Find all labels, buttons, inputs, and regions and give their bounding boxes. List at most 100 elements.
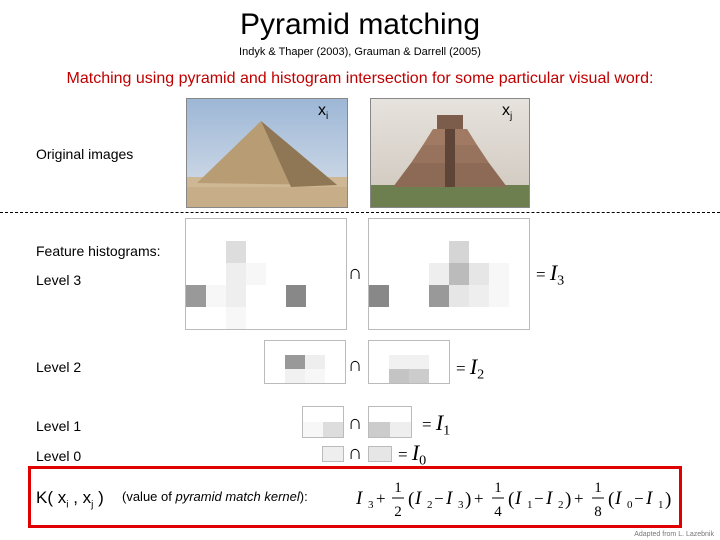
kernel-description: (value of pyramid match kernel): — [122, 489, 308, 504]
formula-sub: 3 — [458, 499, 464, 511]
histogram-cell — [303, 422, 323, 437]
histogram-cell — [323, 407, 343, 422]
histogram-cell — [266, 263, 286, 285]
histogram-cell — [186, 307, 206, 329]
histogram-cell — [389, 219, 409, 241]
histogram-level1-a — [302, 406, 344, 438]
bent-pyramid-image — [187, 99, 347, 207]
result-i1: = I1 — [422, 410, 451, 439]
histogram-cell — [429, 285, 449, 307]
histogram-cell — [285, 341, 305, 355]
histogram-cell — [186, 241, 206, 263]
histogram-cell — [390, 422, 411, 437]
kernel-formula: I 3 + 1 2 ( I 2 − I 3 ) + 1 4 ( I 1 − I … — [355, 480, 671, 520]
histogram-cell — [325, 355, 345, 369]
histogram-cell — [489, 263, 509, 285]
histogram-cell — [469, 307, 489, 329]
slide-heading: Matching using pyramid and histogram int… — [66, 70, 654, 87]
histogram-cell — [306, 307, 326, 329]
histogram-cell — [449, 307, 469, 329]
level2-label: Level 2 — [36, 359, 82, 375]
histogram-level1-b — [368, 406, 412, 438]
histogram-cell — [409, 263, 429, 285]
histogram-cell — [246, 219, 266, 241]
histogram-cell — [303, 407, 323, 422]
original-images-label: Original images — [36, 146, 134, 162]
formula-term: I — [514, 488, 523, 509]
histogram-cell — [286, 307, 306, 329]
histogram-cell — [489, 219, 509, 241]
histogram-cell — [286, 219, 306, 241]
histogram-cell — [186, 285, 206, 307]
histogram-cell — [285, 355, 305, 369]
result-i0: = I0 — [398, 440, 427, 469]
formula-op: − — [534, 489, 544, 508]
histogram-cell — [265, 341, 285, 355]
histogram-cell — [369, 341, 389, 355]
histogram-cell — [206, 263, 226, 285]
intersection-symbol-level2: ∩ — [348, 354, 363, 376]
histogram-cell — [369, 407, 390, 422]
histogram-cell — [409, 285, 429, 307]
formula-numerator: 1 — [594, 480, 602, 496]
histogram-cell — [389, 355, 409, 369]
formula-paren: ( — [508, 489, 514, 510]
histogram-cell — [509, 285, 529, 307]
formula-term: I — [355, 488, 364, 509]
temple-photo — [370, 98, 530, 208]
histogram-cell — [409, 355, 429, 369]
formula-paren: ) — [465, 489, 471, 510]
histogram-cell — [326, 263, 346, 285]
intersection-symbol-level0: ∩ — [348, 442, 363, 464]
histogram-cell — [306, 219, 326, 241]
histogram-cell — [509, 263, 529, 285]
histogram-cell — [409, 369, 429, 383]
histogram-cell — [226, 307, 246, 329]
histogram-cell — [409, 307, 429, 329]
intersection-symbol-level1: ∩ — [348, 412, 363, 434]
histogram-level3-b — [368, 218, 530, 330]
histogram-cell — [429, 307, 449, 329]
formula-sub: 2 — [558, 499, 564, 511]
histogram-cell — [265, 355, 285, 369]
histogram-cell — [325, 341, 345, 355]
level0-label: Level 0 — [36, 448, 82, 464]
formula-denominator: 8 — [594, 504, 602, 520]
histogram-cell — [246, 263, 266, 285]
histogram-cell — [429, 219, 449, 241]
histogram-cell — [226, 241, 246, 263]
histogram-cell — [509, 241, 529, 263]
formula-sub: 0 — [627, 499, 633, 511]
histogram-cell — [206, 219, 226, 241]
histogram-cell — [369, 285, 389, 307]
formula-op: + — [376, 489, 386, 508]
formula-denominator: 2 — [394, 504, 402, 520]
histogram-cell — [390, 407, 411, 422]
result-i3: = I3 — [536, 260, 565, 289]
formula-sub: 1 — [527, 499, 533, 511]
histogram-cell — [449, 241, 469, 263]
histogram-cell — [325, 369, 345, 383]
histogram-cell — [469, 263, 489, 285]
histogram-cell — [266, 219, 286, 241]
histogram-cell — [469, 241, 489, 263]
formula-numerator: 1 — [494, 480, 502, 496]
histogram-cell — [266, 285, 286, 307]
histogram-level0-a — [322, 446, 344, 462]
histogram-cell — [369, 219, 389, 241]
histogram-cell — [389, 241, 409, 263]
histogram-cell — [489, 241, 509, 263]
histogram-cell — [409, 241, 429, 263]
histogram-cell — [369, 355, 389, 369]
histogram-cell — [305, 369, 325, 383]
histogram-cell — [469, 285, 489, 307]
histogram-cell — [266, 307, 286, 329]
section-divider — [0, 212, 720, 213]
histogram-cell — [326, 307, 346, 329]
histogram-level2-b — [368, 340, 450, 384]
histogram-cell — [246, 285, 266, 307]
histogram-cell — [226, 263, 246, 285]
histogram-cell — [226, 285, 246, 307]
image-label-xj: xj — [502, 102, 513, 123]
histogram-cell — [186, 263, 206, 285]
